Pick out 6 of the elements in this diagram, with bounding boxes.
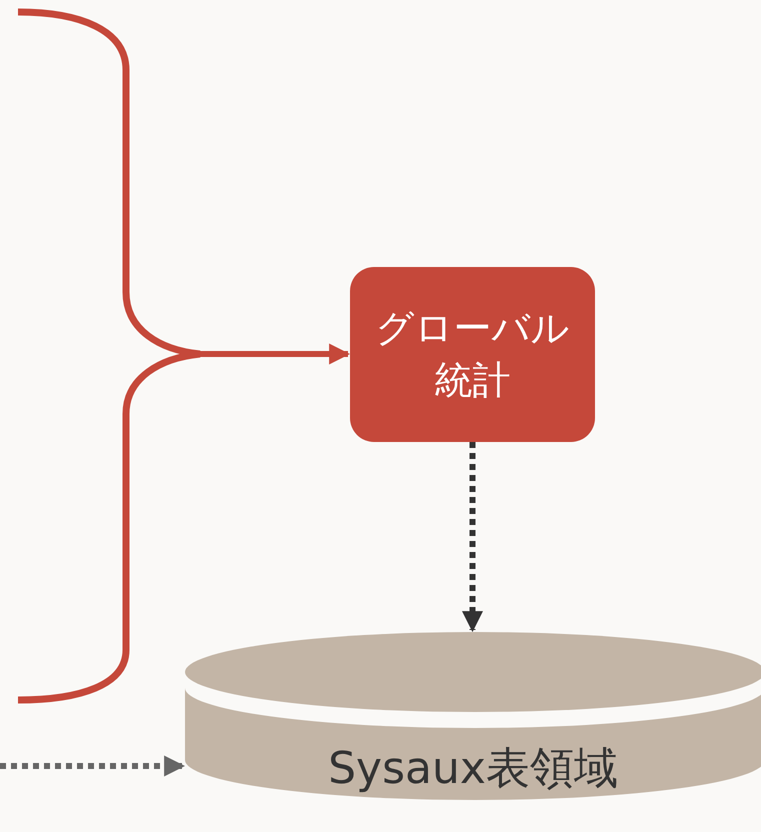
node-label: Sysaux表領域	[328, 742, 618, 796]
arrow	[200, 344, 350, 364]
arrow	[0, 756, 186, 776]
arrow	[462, 442, 483, 632]
node-label: グローバル統計	[374, 305, 570, 404]
process-box	[350, 267, 595, 442]
